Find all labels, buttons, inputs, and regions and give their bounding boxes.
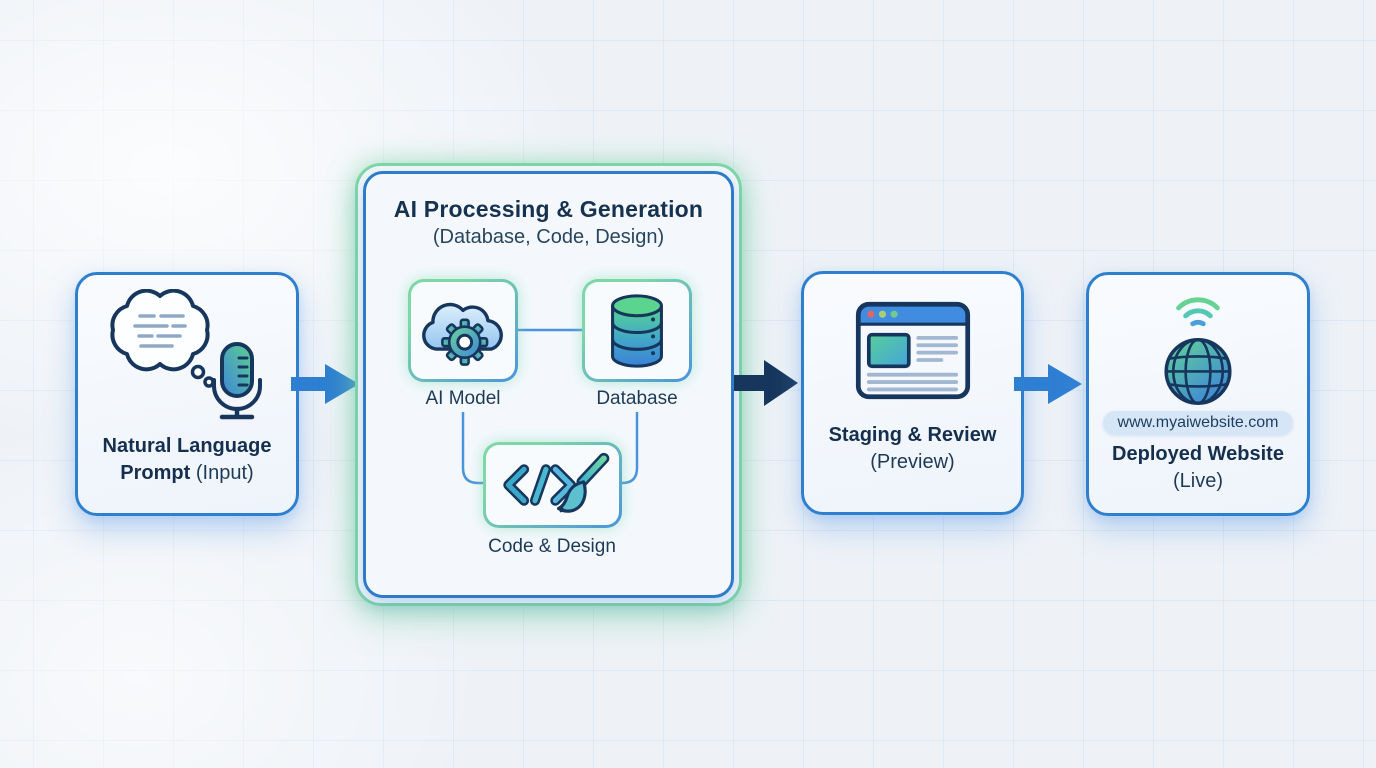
node-natural-language-prompt: Natural Language Prompt (Input) <box>75 272 299 516</box>
flow-arrow-staging-to-deployed <box>1014 364 1082 404</box>
input-label-line1: Natural Language <box>102 435 272 457</box>
code-brackets-paintbrush-icon <box>502 452 609 513</box>
flow-arrow-input-to-processing <box>291 364 359 404</box>
deployed-label-line1: Deployed Website <box>1112 443 1284 465</box>
central-title: AI Processing & Generation <box>393 196 704 222</box>
central-subtitle: (Database, Code, Design) <box>432 226 665 248</box>
staging-node-label: Staging & Review (Preview) <box>829 422 997 476</box>
database-label: Database <box>596 388 678 409</box>
browser-window-icon <box>855 301 970 400</box>
database-cylinder-icon <box>611 293 663 368</box>
staging-label-line2: (Preview) <box>870 451 955 473</box>
globe-with-signal-icon <box>1164 297 1232 405</box>
node-staging-review: Staging & Review (Preview) <box>801 271 1024 515</box>
staging-label-line1: Staging & Review <box>828 424 997 446</box>
code-design-label: Code & Design <box>488 536 616 557</box>
website-url-pill: www.myaiwebsite.com <box>1102 411 1294 435</box>
subnode-code-design <box>483 442 622 528</box>
ai-model-label: AI Model <box>425 388 501 409</box>
input-node-label: Natural Language Prompt (Input) <box>103 433 272 487</box>
input-label-line2-regular: (Input) <box>195 462 254 484</box>
thought-bubble-microphone-icon <box>110 289 262 420</box>
input-label-line2-bold: Prompt <box>120 462 191 484</box>
node-ai-processing-generation: AI Processing & Generation (Database, Co… <box>355 163 742 606</box>
subnode-database <box>582 279 692 382</box>
subnode-ai-model <box>408 279 518 382</box>
deployed-label-line2: (Live) <box>1172 470 1223 492</box>
flow-arrow-processing-to-staging <box>734 360 798 406</box>
cloud-gear-icon <box>422 302 503 366</box>
deployed-node-label: Deployed Website (Live) <box>1112 441 1284 495</box>
ai-processing-inner-panel: AI Processing & Generation (Database, Co… <box>363 171 734 598</box>
node-deployed-website: www.myaiwebsite.com Deployed Website (Li… <box>1086 272 1310 516</box>
